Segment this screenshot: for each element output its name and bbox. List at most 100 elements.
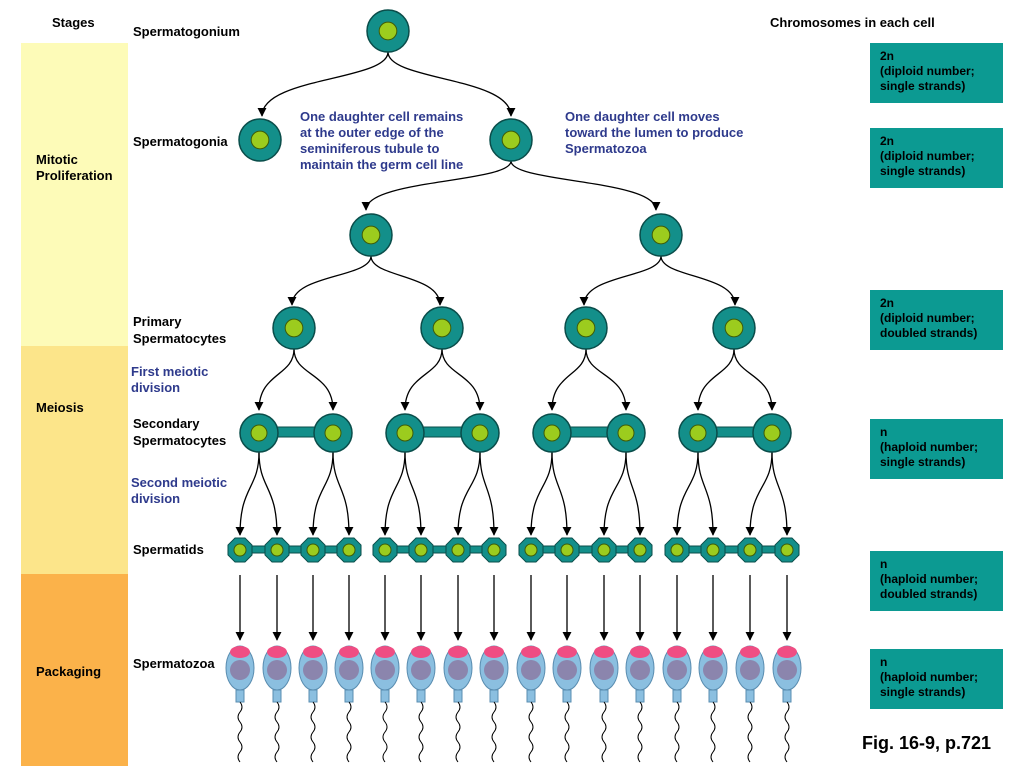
chrom-0-number: (diploid number; [880,64,975,78]
note-first-meiotic-line1: First meiotic [131,364,209,379]
label-secondary-line2: Spermatocytes [133,433,227,448]
sperm-acrosome [411,646,431,658]
sperm-tail [418,701,424,763]
cell-primary-spermatocyte-1 [272,306,316,350]
chromosome-box-spermatozoa: n (haploid number; single strands) [870,649,1003,709]
arrow-first-meiotic-4-left [693,348,735,411]
label-spermatogonia: Spermatogonia [133,134,228,149]
cell-spermatid-3 [300,537,326,563]
spermatozoon-15 [735,645,765,763]
chrom-4-ploidy: n [880,557,888,571]
stage-band-meiosis [21,346,128,574]
arrow-first-meiotic-3-right [585,348,631,411]
cell-spermatogonia-remaining [238,118,282,162]
sperm-tail [601,701,607,763]
stages-header: Stages [52,15,95,30]
cell-primary-spermatocyte-3 [564,306,608,350]
arrow-second-meiotic-7-left [672,451,699,536]
chrom-1-number: (diploid number; [880,149,975,163]
label-spermatids: Spermatids [133,542,204,557]
arrow-second-meiotic-2-left [308,451,334,536]
chrom-5-number: (haploid number; [880,670,978,684]
arrow-third-division-a-right [370,255,445,306]
chrom-2-strands: doubled strands) [880,326,978,340]
cell-spermatid-8 [481,537,507,563]
arrow-second-meiotic-1-left [235,451,260,536]
spermatozoon-7 [443,645,473,763]
spermatozoon-8 [479,645,509,763]
spermatid-nucleus [414,543,428,557]
cell-spermatid-15 [737,537,763,563]
arrow-second-division-left [361,160,512,211]
cytoplasmic-bridge-spermatids-2 [384,545,495,554]
spermatid-nucleus [524,543,538,557]
cell-spermatid-6 [408,537,434,563]
cell-secondary-spermatocyte-3 [385,413,425,453]
spermatozoon-10 [552,645,582,763]
sperm-nucleus [594,660,614,680]
sperm-acrosome [339,646,359,658]
sperm-acrosome [267,646,287,658]
sperm-nucleus [267,660,287,680]
sperm-midpiece [489,689,499,703]
cell-spermatogonia-a [349,213,393,257]
note-moves-line2: toward the lumen to produce [565,125,744,140]
sperm-acrosome [230,646,250,658]
cell-nucleus [689,424,707,442]
spermatozoon-11 [589,645,619,763]
chrom-4-strands: doubled strands) [880,587,978,601]
note-remains-line1: One daughter cell remains [300,109,464,124]
spermatid-nucleus [670,543,684,557]
sperm-acrosome [594,646,614,658]
sperm-tail [528,701,534,763]
note-remains-line3: seminiferous tubule to [300,141,440,156]
stage-label-mitotic: Mitotic Proliferation [36,152,113,184]
arrow-second-meiotic-1-right [258,451,282,536]
arrow-first-meiotic-1-right [293,348,338,411]
sperm-midpiece [782,689,792,703]
cell-spermatid-13 [664,537,690,563]
note-remains-line2: at the outer edge of the [300,125,444,140]
sperm-midpiece [308,689,318,703]
cell-secondary-spermatocyte-1 [239,413,279,453]
arrow-second-meiotic-6-right [625,451,645,536]
arrow-first-division-right [387,51,516,117]
cell-nucleus [361,225,381,245]
sperm-nucleus [375,660,395,680]
stage-band-mitotic [21,43,128,346]
cell-nucleus [543,424,561,442]
sperm-midpiece [272,689,282,703]
cell-nucleus [576,318,596,338]
sperm-midpiece [344,689,354,703]
note-moves-line1: One daughter cell moves [565,109,720,124]
sperm-acrosome [375,646,395,658]
chrom-0-ploidy: 2n [880,49,895,63]
chrom-4-number: (haploid number; [880,572,978,586]
chrom-1-ploidy: 2n [880,134,895,148]
note-first-meiotic-division: First meiotic division [131,364,208,396]
note-second-meiotic-line1: Second meiotic [131,475,228,490]
chrom-2-number: (diploid number; [880,311,975,325]
cell-spermatid-1 [227,537,253,563]
arrow-second-meiotic-8-left [745,451,773,536]
spermatozoon-9 [516,645,546,763]
sperm-midpiece [745,689,755,703]
sperm-acrosome [667,646,687,658]
chromosome-box-spermatogonia: 2n (diploid number; single strands) [870,128,1003,188]
spermatozoon-16 [772,645,802,763]
sperm-tail [784,701,790,763]
chromosome-box-primary: 2n (diploid number; doubled strands) [870,290,1003,350]
arrow-third-division-a-left [287,255,372,306]
cell-nucleus [324,424,342,442]
arrow-second-meiotic-7-right [697,451,718,536]
arrow-second-meiotic-5-right [551,451,572,536]
spermatozoon-1 [225,645,255,763]
cell-nucleus [763,424,781,442]
sperm-midpiece [672,689,682,703]
spermatid-nucleus [342,543,356,557]
figure-caption: Fig. 16-9, p.721 [862,733,992,753]
chrom-0-strands: single strands) [880,79,966,93]
chrom-2-ploidy: 2n [880,296,895,310]
note-daughter-moves: One daughter cell moves toward the lumen… [565,109,743,157]
chrom-5-ploidy: n [880,655,888,669]
